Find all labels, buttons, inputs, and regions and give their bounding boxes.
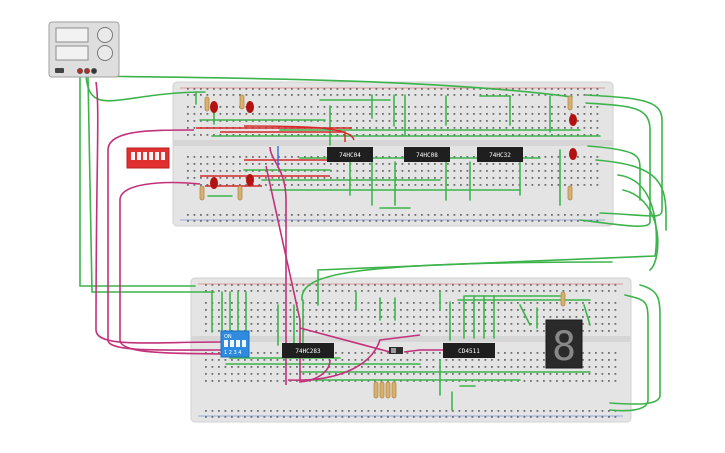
dip-lever[interactable] [236, 340, 240, 347]
chip-74hc283[interactable]: 74HC283 [282, 343, 334, 358]
led-icon [246, 101, 254, 113]
blue-dip-switch[interactable]: ON 1 2 3 4 [220, 330, 250, 358]
resistor-icon [379, 381, 385, 399]
wire-magenta-4[interactable] [269, 146, 287, 385]
wire-psu-bottom-2[interactable] [87, 75, 215, 293]
dip-lever[interactable] [137, 152, 141, 160]
led-icon [569, 114, 577, 126]
resistor-icon [567, 185, 573, 201]
dip-lever[interactable] [230, 340, 234, 347]
bottom-breadboard-holes [205, 284, 617, 418]
wire-magenta-3[interactable] [95, 81, 223, 344]
resistor-icon [373, 381, 379, 399]
dip-lever[interactable] [161, 152, 165, 160]
dip-lever[interactable] [131, 152, 135, 160]
chip-label: CD4511 [458, 348, 480, 355]
chip-label: 74HC08 [416, 152, 438, 159]
wire-top-to-bottom-2[interactable] [622, 189, 659, 271]
resistor-icon [237, 185, 243, 201]
wire-psu-top-right[interactable] [91, 75, 573, 98]
led-icon [210, 101, 218, 113]
resistor-icon [567, 95, 573, 111]
resistor-icon [385, 381, 391, 399]
wire-right-loop-4[interactable] [595, 159, 667, 231]
seven-segment-digit: 8 [552, 324, 576, 370]
chip-74hc04[interactable]: 74HC04 [327, 147, 373, 162]
terminal-negative[interactable] [91, 68, 97, 74]
red-dip-switch[interactable] [126, 147, 170, 169]
chip-label: 74HC04 [339, 152, 361, 159]
resistors-top [199, 94, 573, 201]
resistor-icon [239, 94, 245, 110]
terminal-positive-2[interactable] [84, 68, 90, 74]
dip-lever[interactable] [155, 152, 159, 160]
leds-top [210, 101, 577, 189]
seven-segment-display: 8 [545, 319, 583, 370]
dip-lever[interactable] [224, 340, 228, 347]
bottom-breadboard[interactable] [190, 277, 632, 423]
green-wires[interactable] [79, 75, 667, 412]
resistor-icon [199, 185, 205, 201]
wire-psu-bottom[interactable] [79, 75, 196, 287]
dip-lever[interactable] [242, 340, 246, 347]
chip-cd4511[interactable]: CD4511 [443, 343, 495, 358]
voltage-display [55, 27, 89, 43]
wire-magenta-5[interactable] [265, 165, 331, 383]
red-wires[interactable] [196, 125, 355, 187]
dip-lever[interactable] [143, 152, 147, 160]
wire-magenta-6[interactable] [287, 334, 421, 381]
chip-74hc32[interactable]: 74HC32 [477, 147, 523, 162]
chip-74hc08[interactable]: 74HC08 [404, 147, 450, 162]
current-display [55, 45, 89, 61]
led-icon [210, 177, 218, 189]
magenta-wires[interactable] [95, 81, 460, 385]
led-icon [246, 174, 254, 186]
wire-bottom-right-1[interactable] [609, 284, 661, 405]
wire-bottom-right-2[interactable] [609, 294, 649, 412]
wire-right-loop-3[interactable] [587, 145, 641, 201]
dip-lever[interactable] [149, 152, 153, 160]
voltage-knob[interactable] [97, 27, 113, 43]
dip-numbers: 1 2 3 4 [224, 350, 242, 356]
wire-bottom-top-span[interactable] [301, 261, 613, 301]
wire-magenta-7[interactable] [299, 327, 391, 353]
center-channel [191, 336, 631, 342]
dip-on-label: ON [224, 334, 232, 340]
wire-magenta-2[interactable] [119, 181, 223, 355]
led-icon [569, 148, 577, 160]
wire-right-loop-1[interactable] [585, 94, 663, 217]
power-switch[interactable] [55, 68, 64, 73]
current-knob[interactable] [97, 45, 113, 61]
resistor-icon [560, 291, 566, 307]
top-breadboard-holes [187, 88, 599, 222]
chip-label: 74HC32 [489, 152, 511, 159]
wire-right-loop-2[interactable] [579, 102, 651, 227]
resistor-icon [391, 381, 397, 399]
slide-switch[interactable] [389, 347, 403, 354]
top-breadboard[interactable] [172, 81, 614, 227]
terminal-positive[interactable] [77, 68, 83, 74]
top-rail-lines [180, 87, 605, 221]
center-channel [173, 140, 613, 146]
chip-label: 74HC283 [295, 348, 321, 355]
resistors-bottom [373, 291, 566, 399]
dc-power-supply[interactable] [48, 21, 120, 78]
resistor-icon [204, 96, 210, 112]
bottom-rail-lines [198, 283, 623, 417]
